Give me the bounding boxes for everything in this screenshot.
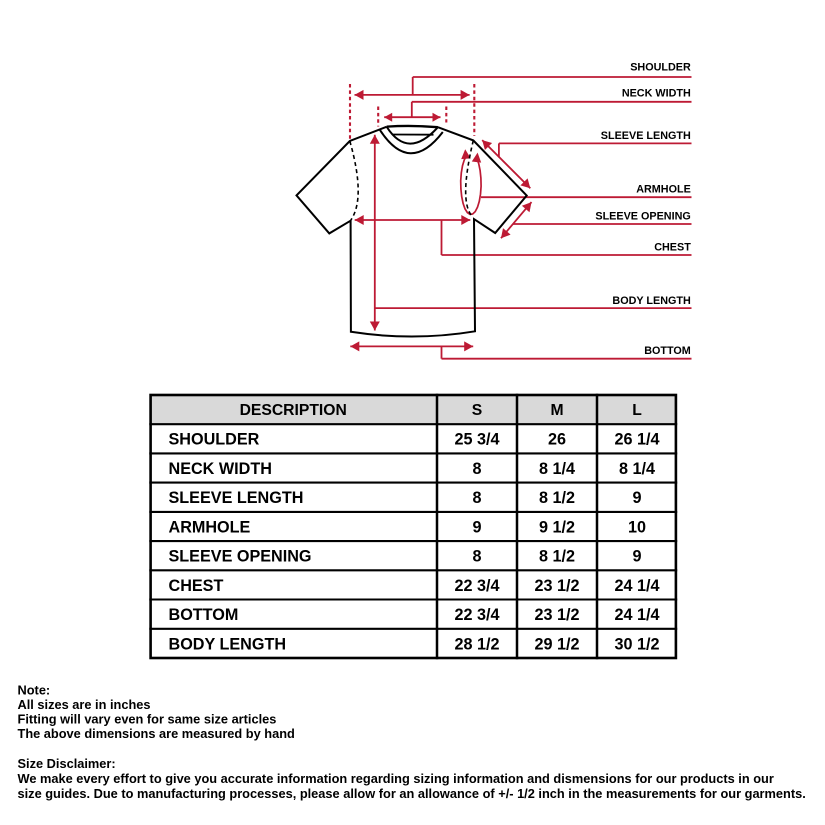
svg-text:BOTTOM: BOTTOM [169,606,239,624]
svg-text:NECK WIDTH: NECK WIDTH [622,87,691,99]
svg-text:23 1/2: 23 1/2 [534,577,579,595]
svg-text:8 1/4: 8 1/4 [539,460,575,478]
svg-text:SLEEVE LENGTH: SLEEVE LENGTH [601,130,691,142]
svg-text:SHOULDER: SHOULDER [169,431,260,449]
svg-text:NECK WIDTH: NECK WIDTH [169,460,272,478]
svg-text:DESCRIPTION: DESCRIPTION [240,402,347,419]
svg-text:We make every effort to give y: We make every effort to give you accurat… [18,771,774,786]
svg-text:24 1/4: 24 1/4 [614,577,659,595]
svg-text:SLEEVE OPENING: SLEEVE OPENING [169,548,312,566]
svg-text:9: 9 [472,518,481,536]
svg-text:All sizes are in inches: All sizes are in inches [18,697,151,712]
svg-text:ARMHOLE: ARMHOLE [169,518,251,536]
svg-text:BOTTOM: BOTTOM [644,345,691,357]
svg-text:8 1/2: 8 1/2 [539,548,575,566]
svg-text:CHEST: CHEST [169,577,224,595]
svg-text:9 1/2: 9 1/2 [539,518,575,536]
svg-text:S: S [472,402,482,419]
svg-text:9: 9 [632,489,641,507]
svg-text:8 1/2: 8 1/2 [539,489,575,507]
svg-text:26: 26 [548,431,566,449]
svg-text:8: 8 [472,460,481,478]
svg-text:22 3/4: 22 3/4 [454,606,499,624]
svg-text:M: M [550,402,563,419]
svg-text:SLEEVE OPENING: SLEEVE OPENING [595,211,690,223]
svg-text:29 1/2: 29 1/2 [534,635,579,653]
svg-text:CHEST: CHEST [654,242,691,254]
svg-text:26 1/4: 26 1/4 [614,431,659,449]
svg-text:30 1/2: 30 1/2 [614,635,659,653]
svg-text:10: 10 [628,518,646,536]
svg-text:Fitting will vary even for sam: Fitting will vary even for same size art… [18,712,277,727]
svg-text:size guides. Due to manufactur: size guides. Due to manufacturing proces… [18,786,806,801]
svg-text:SHOULDER: SHOULDER [630,62,691,74]
svg-text:BODY LENGTH: BODY LENGTH [612,295,691,307]
svg-text:BODY LENGTH: BODY LENGTH [169,635,287,653]
svg-text:The above dimensions are measu: The above dimensions are measured by han… [18,726,295,741]
svg-text:8: 8 [472,489,481,507]
svg-text:25 3/4: 25 3/4 [454,431,499,449]
svg-text:22 3/4: 22 3/4 [454,577,499,595]
svg-text:28 1/2: 28 1/2 [454,635,499,653]
svg-text:SLEEVE LENGTH: SLEEVE LENGTH [169,489,304,507]
svg-text:ARMHOLE: ARMHOLE [636,184,691,196]
svg-text:Size Disclaimer:: Size Disclaimer: [18,756,116,771]
svg-text:Note:: Note: [18,683,51,698]
svg-text:8: 8 [472,548,481,566]
svg-text:9: 9 [632,548,641,566]
svg-text:24 1/4: 24 1/4 [614,606,659,624]
svg-text:L: L [632,402,642,419]
svg-text:8 1/4: 8 1/4 [619,460,655,478]
svg-text:23 1/2: 23 1/2 [534,606,579,624]
